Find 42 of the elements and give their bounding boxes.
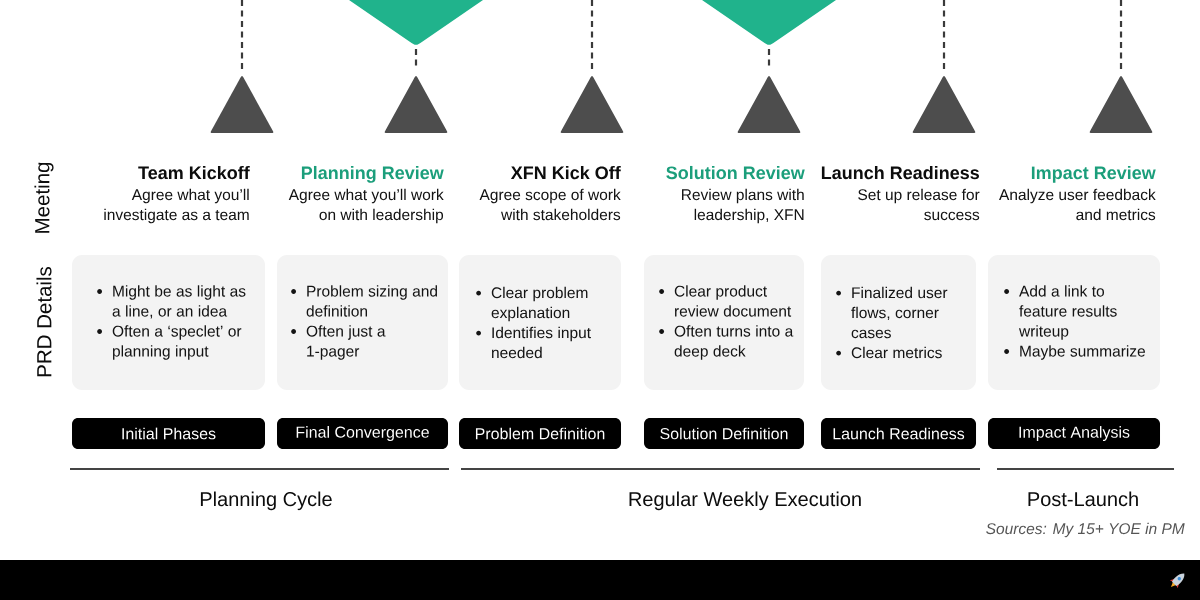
meeting-description: Review plans with leadership, XFN	[682, 188, 804, 224]
details-card: Add a link to feature results writeup Maybe summarize	[988, 255, 1160, 390]
meeting-title: Team Kickoff	[138, 165, 250, 180]
meeting-description: Analyze user feedback and metrics	[999, 188, 1156, 221]
triangle-marker	[560, 76, 624, 133]
details-card: Clear problem explanation Identifies input needed	[459, 255, 621, 390]
dashed-line	[942, 0, 946, 70]
details-card: Problem sizing and definition Often just a 1-pager	[277, 255, 448, 390]
triangle-marker	[912, 76, 976, 133]
meeting-title: XFN Kick Off	[510, 165, 621, 180]
dashed-line	[590, 0, 594, 70]
triangle-marker	[737, 76, 801, 133]
triangle-marker	[702, 0, 836, 45]
meeting-description: Agree scope of work with stakeholders	[479, 188, 621, 221]
meeting-description: Agree what you’ll work on with leadership	[288, 188, 444, 224]
row-label: PRD Details	[36, 266, 52, 377]
details-card: Might be as light as a line, or an idea Often a ‘speclet’ or planning input	[72, 255, 265, 390]
meeting-description: Set up release for success	[858, 188, 980, 221]
triangle-marker	[349, 0, 483, 45]
meeting-title: Launch Readiness	[821, 165, 979, 180]
dashed-line	[1119, 0, 1123, 70]
phase-tag: Impact Analysis	[988, 418, 1160, 449]
group-label: Post-Launch	[1028, 491, 1138, 507]
group-label: Planning Cycle	[200, 491, 332, 511]
row-label: Meeting	[34, 162, 54, 233]
meeting-title: Planning Review	[301, 165, 444, 183]
meeting-title: Solution Review	[666, 165, 805, 180]
details-card: Clear product review document Often turns into a deep deck	[644, 255, 804, 390]
triangle-marker	[1089, 76, 1153, 133]
phase-tag: Launch Readiness	[821, 418, 976, 449]
meeting-title: Impact Review	[1031, 165, 1156, 183]
triangle-marker	[210, 76, 274, 133]
meeting-description: Agree what you’ll investigate as a team	[104, 188, 249, 224]
triangle-marker	[384, 76, 448, 133]
phase-tag: Solution Definition	[644, 418, 804, 449]
group-label: Regular Weekly Execution	[629, 491, 861, 511]
phase-tag: Problem Definition	[459, 418, 621, 449]
source-note: Sources: My 15+ YOE in PM	[986, 522, 1185, 538]
phase-tag: Initial Phases	[72, 418, 265, 449]
dashed-line	[240, 0, 244, 70]
phase-tag: Final Convergence	[277, 418, 448, 449]
details-card: Finalized user flows, corner cases Clear metrics	[821, 255, 976, 390]
